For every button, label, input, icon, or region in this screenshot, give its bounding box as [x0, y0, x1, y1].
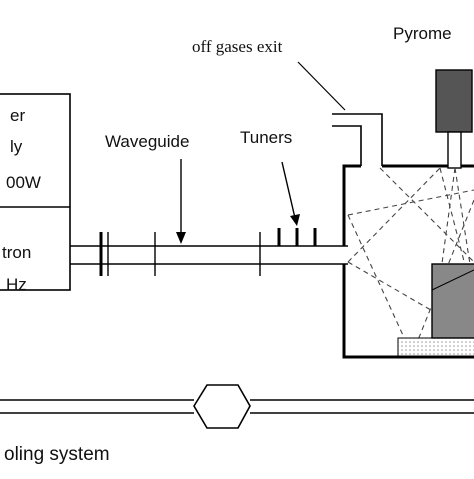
pyrometer-body	[435, 69, 473, 133]
power-label-line2: ly	[10, 137, 23, 156]
power-label-line3: 00W	[6, 173, 41, 192]
furnace-cavity	[342, 164, 474, 359]
base-insulation	[397, 337, 474, 357]
magnetron-label-line1: tron	[2, 243, 31, 262]
pyrometer-tube	[447, 131, 462, 169]
waveguide-arrow	[176, 159, 186, 244]
sample-assembly	[397, 263, 474, 357]
off-gases-exit-pipe	[332, 113, 383, 166]
cooling-system-label: oling system	[4, 444, 110, 465]
block-detail	[431, 269, 474, 291]
off-gases-label: off gases exit	[192, 37, 283, 56]
waveguide-label: Waveguide	[105, 132, 189, 151]
cooling-pump-hexagon	[193, 384, 251, 429]
power-supply-box	[0, 93, 71, 291]
pyrometer	[435, 69, 473, 169]
tuners-label: Tuners	[240, 128, 292, 147]
magnetron-label-line2: Hz	[6, 275, 27, 294]
tuners-arrow	[281, 161, 300, 226]
susceptor-block	[431, 263, 474, 339]
cooling-system-pipe	[0, 384, 474, 429]
pyrometer-label: Pyrome	[393, 24, 452, 43]
waveguide	[70, 232, 348, 276]
power-label-line1: er	[10, 106, 25, 125]
tuner-stubs	[277, 228, 317, 246]
off-gases-leader	[297, 61, 346, 111]
